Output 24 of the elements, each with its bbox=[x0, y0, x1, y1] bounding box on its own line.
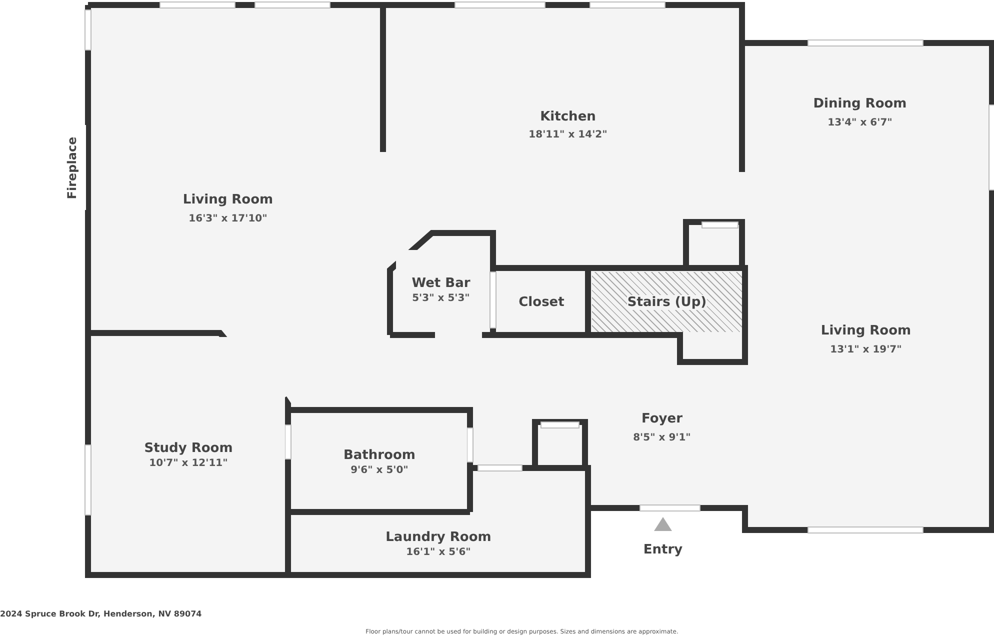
room-dimensions: 5'3" x 5'3" bbox=[412, 293, 470, 304]
room-name: Dining Room bbox=[813, 96, 907, 112]
room-dimensions: 9'6" x 5'0" bbox=[350, 464, 408, 476]
room-dimensions: 8'5" x 9'1" bbox=[633, 432, 691, 444]
room-dimensions: 10'7" x 12'11" bbox=[149, 458, 228, 468]
room-name: Living Room bbox=[820, 324, 912, 338]
room-name: Closet bbox=[518, 294, 564, 310]
room-name: Bathroom bbox=[344, 448, 416, 462]
entry-label: Entry bbox=[643, 542, 683, 558]
room-name: Foyer bbox=[642, 412, 682, 426]
room-dimensions: 18'11" x 14'2" bbox=[528, 130, 608, 140]
room-dimensions: 13'1" x 19'7" bbox=[830, 344, 902, 356]
room-name: Living Room bbox=[182, 192, 274, 208]
room-name: Stairs (Up) bbox=[627, 294, 707, 310]
room-name: Wet Bar bbox=[412, 276, 470, 291]
room-dimensions: 16'3" x 17'10" bbox=[188, 214, 268, 224]
room-name: Fireplace bbox=[65, 136, 79, 199]
room-name: Study Room bbox=[144, 440, 233, 456]
room-dimensions: 13'4" x 6'7" bbox=[828, 118, 892, 128]
address-text: 2024 Spruce Brook Dr, Henderson, NV 89074 bbox=[0, 610, 202, 618]
room-name: Laundry Room bbox=[386, 530, 492, 544]
room-dimensions: 16'1" x 5'6" bbox=[406, 546, 471, 558]
stairs-area bbox=[592, 272, 742, 332]
room-name: Kitchen bbox=[540, 110, 596, 124]
